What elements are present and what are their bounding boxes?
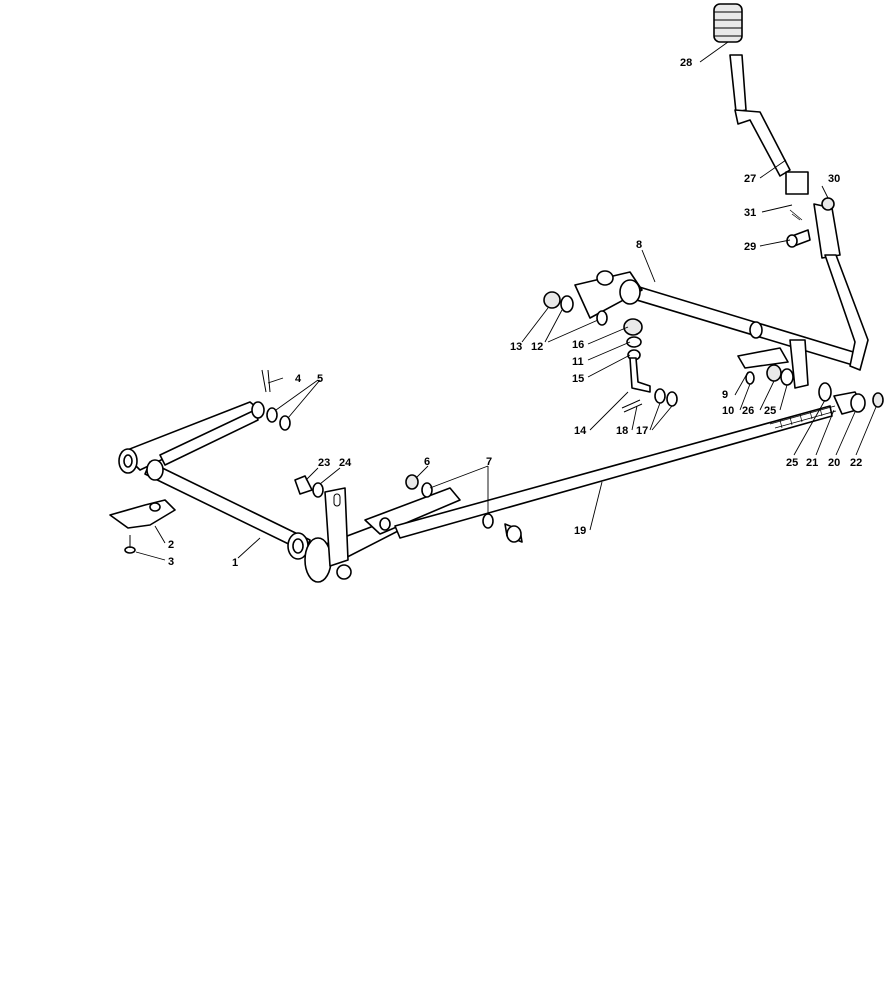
callout-15: 15 <box>572 373 584 385</box>
callout-22: 22 <box>850 457 862 469</box>
callout-7: 7 <box>486 456 492 468</box>
callout-9: 9 <box>722 389 728 401</box>
callout-13: 13 <box>510 341 522 353</box>
callout-28: 28 <box>680 57 692 69</box>
pedal-lever <box>713 3 869 371</box>
callout-16: 16 <box>572 339 584 351</box>
callout-6: 6 <box>424 456 430 468</box>
small-parts <box>109 197 884 554</box>
callout-5: 5 <box>317 373 323 385</box>
callout-11: 11 <box>572 356 584 368</box>
left-lift-arm <box>118 401 265 474</box>
leader-lines <box>135 41 877 561</box>
callout-14: 14 <box>574 425 587 437</box>
callout-25-lower: 25 <box>786 457 798 469</box>
right-lift-arm <box>304 487 401 583</box>
callout-27: 27 <box>744 173 756 185</box>
callout-10: 10 <box>722 405 734 417</box>
callout-26: 26 <box>742 405 754 417</box>
callout-17: 17 <box>636 425 648 437</box>
callout-23: 23 <box>318 457 330 469</box>
callout-24: 24 <box>339 457 352 469</box>
callout-25-upper: 25 <box>764 405 776 417</box>
callout-31: 31 <box>744 207 756 219</box>
main-shaft <box>629 285 861 389</box>
callout-2: 2 <box>168 539 174 551</box>
callout-labels: 28 27 30 31 29 8 13 12 16 11 15 14 18 17… <box>168 57 862 569</box>
callout-30: 30 <box>828 173 840 185</box>
cross-shaft <box>144 459 311 560</box>
callout-1: 1 <box>232 557 238 569</box>
clamp-part-2 <box>109 499 176 529</box>
callout-21: 21 <box>806 457 818 469</box>
callout-19: 19 <box>574 525 586 537</box>
adjuster-bracket <box>364 487 461 535</box>
callout-12: 12 <box>531 341 543 353</box>
top-bracket <box>574 270 643 319</box>
callout-4: 4 <box>295 373 302 385</box>
callout-8: 8 <box>636 239 642 251</box>
callout-3: 3 <box>168 556 174 568</box>
callout-18: 18 <box>616 425 628 437</box>
callout-29: 29 <box>744 241 756 253</box>
callout-20: 20 <box>828 457 840 469</box>
